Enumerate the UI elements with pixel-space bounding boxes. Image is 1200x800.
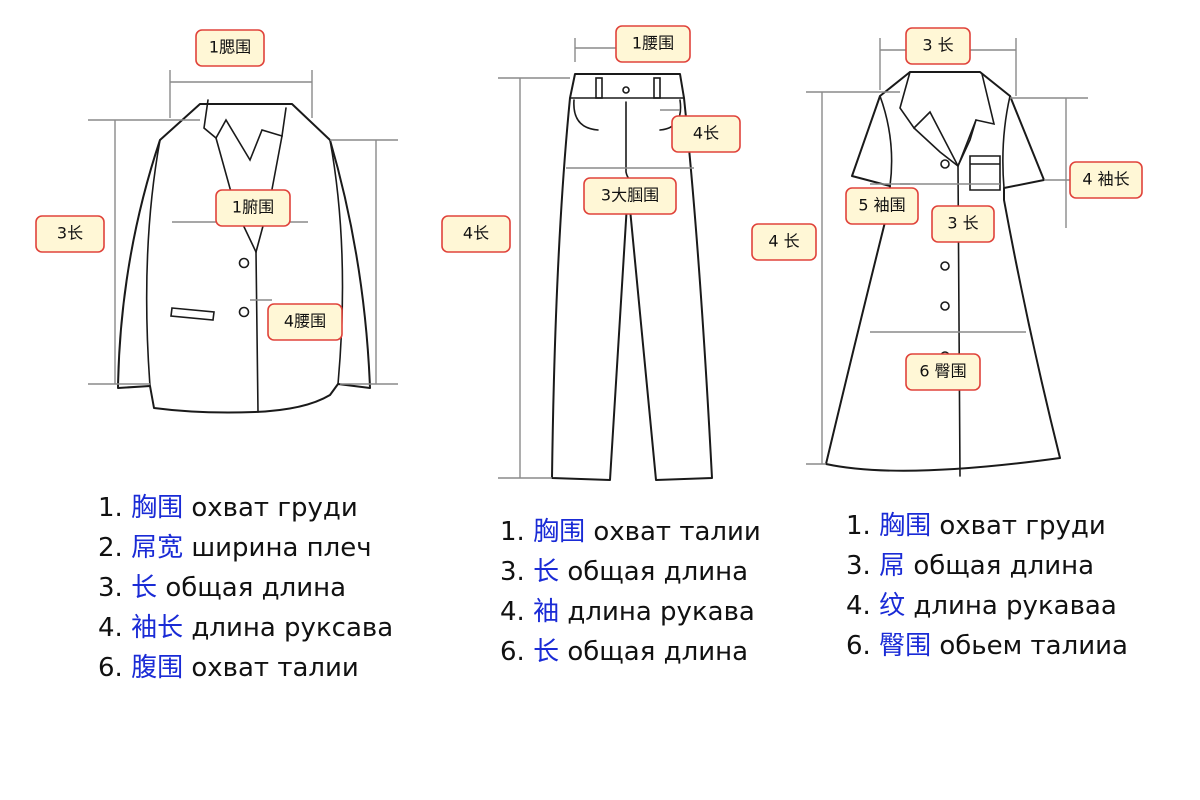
dress-collar <box>899 71 996 168</box>
jacket-right-sleeve <box>329 139 344 385</box>
callout-label: 1腑围 <box>232 198 274 217</box>
pants-callout-waist: 1腰围 <box>615 25 691 63</box>
legend-row: 6. 腹围 охват талии <box>98 653 359 683</box>
pants-callout-pocket-length: 4长 <box>671 115 741 153</box>
legend-row: 1. 胸围 охват талии <box>500 517 761 547</box>
callout-label: 4 长 <box>768 232 799 251</box>
dress-button-3 <box>940 261 950 271</box>
legend-row: 4. 纹 длина рукаваа <box>846 591 1117 621</box>
dress-button-4 <box>940 301 950 311</box>
pants-callout-hip: 3大腘围 <box>583 177 677 215</box>
jacket-button-2 <box>238 306 250 318</box>
legend-row: 1. 胸围 охват груди <box>98 493 358 523</box>
callout-label: 4 袖长 <box>1082 170 1129 189</box>
callout-label: 3 长 <box>947 214 978 233</box>
legend-row: 3. 屌 общая длина <box>846 551 1095 581</box>
pants-pocket-left <box>573 99 599 131</box>
pants-length-dimension <box>498 77 570 479</box>
pants-figure <box>498 38 713 481</box>
dress-button-1 <box>940 159 950 169</box>
pants-legend: 1. 胸围 охват талии 3. 长 общая длина 4. 袖 … <box>500 512 761 672</box>
pants-belt-loop <box>595 77 603 99</box>
callout-label: 3大腘围 <box>601 186 659 205</box>
callout-label: 4长 <box>693 124 719 143</box>
dress-callout-top-length: 3 长 <box>905 27 971 65</box>
dress-outline <box>825 71 1061 472</box>
legend-row: 4. 袖长 длина руксава <box>98 613 394 643</box>
pants-callout-length: 4长 <box>441 215 511 253</box>
jacket-left-sleeve <box>145 139 161 387</box>
jacket-callout-shoulder: 1腮围 <box>195 29 265 67</box>
dress-length-dimension <box>806 91 900 465</box>
legend-row: 3. 长 общая длина <box>500 557 749 587</box>
jacket-legend: 1. 胸围 охват груди 2. 屌宽 ширина плеч 3. 长… <box>98 488 393 688</box>
pants-button <box>622 86 630 94</box>
jacket-front-edge <box>255 251 259 413</box>
dress-callout-sleeve-width: 5 袖围 <box>845 187 919 225</box>
dress-sleeve-right-seam <box>1002 95 1011 189</box>
legend-row: 1. 胸围 охват груди <box>846 511 1106 541</box>
callout-label: 5 袖围 <box>858 196 905 215</box>
legend-row: 6. 臀围 обьем талииа <box>846 631 1128 661</box>
dress-pocket <box>969 155 1001 191</box>
callout-label: 3 长 <box>922 36 953 55</box>
legend-row: 3. 长 общая длина <box>98 573 347 603</box>
jacket-figure <box>88 70 398 414</box>
jacket-pocket <box>170 307 215 321</box>
jacket-callout-length: 3长 <box>35 215 105 253</box>
callout-label: 6 臀围 <box>919 362 966 381</box>
jacket-length-dimension <box>88 119 200 385</box>
callout-label: 1腰围 <box>632 34 674 53</box>
pants-belt-loop <box>653 77 661 99</box>
callout-label: 3长 <box>57 224 83 243</box>
dress-legend: 1. 胸围 охват груди 3. 屌 общая длина 4. 纹 … <box>846 506 1128 666</box>
legend-row: 6. 长 общая длина <box>500 637 749 667</box>
jacket-shoulder-dimension <box>169 70 313 118</box>
dress-callout-chest-length: 3 长 <box>931 205 995 243</box>
jacket-collar <box>203 99 287 162</box>
legend-row: 2. 屌宽 ширина плеч <box>98 533 372 563</box>
dress-callout-sleeve-length: 4 袖长 <box>1069 161 1143 199</box>
jacket-callout-waist: 4腰围 <box>267 303 343 341</box>
dress-figure <box>806 38 1088 477</box>
dress-callout-hem: 6 臀围 <box>905 353 981 391</box>
dress-sleeve-left-seam <box>879 95 893 187</box>
callout-label: 4长 <box>463 224 489 243</box>
jacket-sleeve-dimension <box>330 139 398 385</box>
jacket-callout-chest: 1腑围 <box>215 189 291 227</box>
legend-row: 4. 袖 длина рукава <box>500 597 755 627</box>
callout-label: 4腰围 <box>284 312 326 331</box>
callout-label: 1腮围 <box>209 38 251 57</box>
pants-outline <box>551 73 713 481</box>
jacket-button-1 <box>238 257 250 269</box>
dress-callout-length: 4 长 <box>751 223 817 261</box>
